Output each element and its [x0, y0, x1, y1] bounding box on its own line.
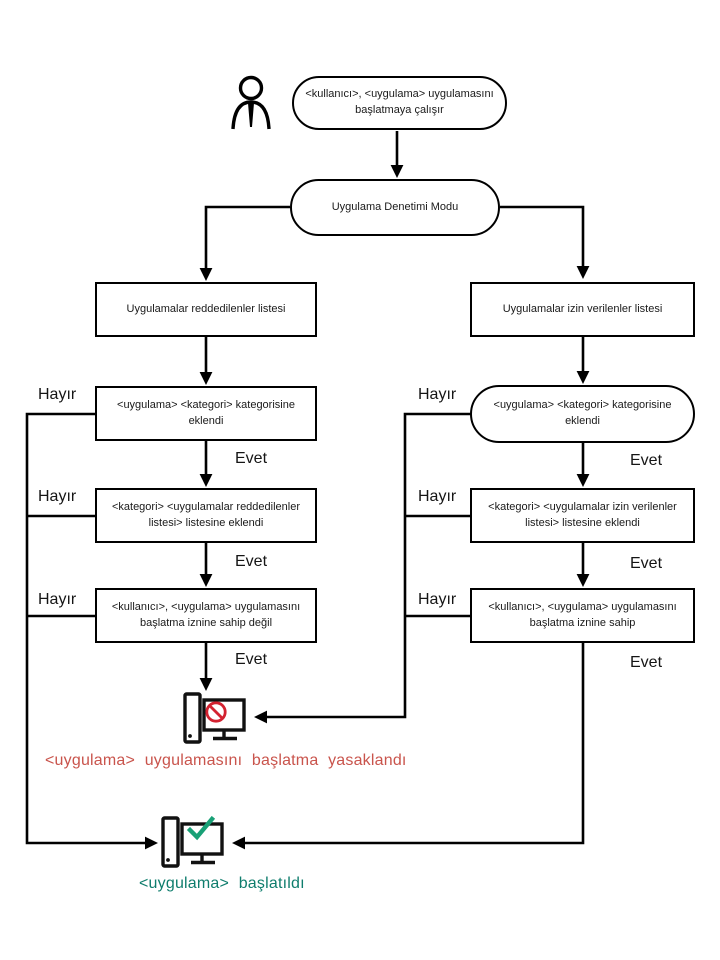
outcome-blocked-label: <uygulama> uygulamasını başlatma yasakla… [45, 752, 407, 769]
node-right-permission: <kullanıcı>, <uygulama> uygulamasını baş… [470, 588, 695, 643]
node-left-permission: <kullanıcı>, <uygulama> uygulamasını baş… [95, 588, 317, 643]
edge-label-yes: Evet [630, 555, 663, 572]
edge-label-yes: Evet [235, 651, 268, 668]
edge-label-no: Hayır [38, 591, 77, 608]
edge-label-yes: Evet [630, 452, 663, 469]
node-right-category: <uygulama> <kategori> kategorisine eklen… [470, 385, 695, 443]
edge-label-no: Hayır [418, 386, 457, 403]
node-right-category-listed: <kategori> <uygulamalar izin verilenler … [470, 488, 695, 543]
edge-label-no: Hayır [418, 591, 457, 608]
edge-label-no: Hayır [38, 488, 77, 505]
node-denylist: Uygulamalar reddedilenler listesi [95, 282, 317, 337]
node-left-category-listed: <kategori> <uygulamalar reddedilenler li… [95, 488, 317, 543]
edge-label-yes: Evet [235, 553, 268, 570]
edge-label-no: Hayır [38, 386, 77, 403]
node-allowlist: Uygulamalar izin verilenler listesi [470, 282, 695, 337]
edge-label-no: Hayır [418, 488, 457, 505]
allowed-computer-icon [161, 816, 224, 868]
user-icon [231, 75, 271, 130]
edge-label-yes: Evet [235, 450, 268, 467]
edge-label-yes: Evet [630, 654, 663, 671]
blocked-computer-icon [183, 692, 246, 744]
node-left-category: <uygulama> <kategori> kategorisine eklen… [95, 386, 317, 441]
node-control-mode: Uygulama Denetimi Modu [290, 179, 500, 236]
outcome-started-label: <uygulama> başlatıldı [139, 875, 305, 892]
node-start: <kullanıcı>, <uygulama> uygulamasını baş… [292, 76, 507, 130]
